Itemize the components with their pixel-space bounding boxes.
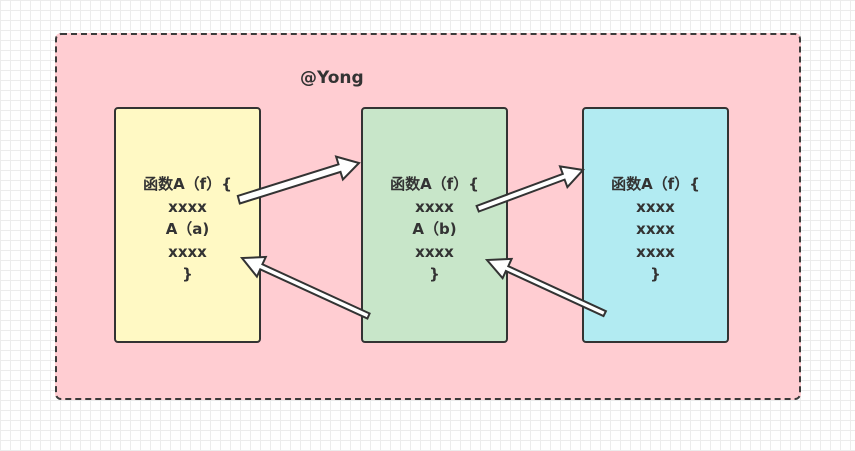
- code-line: xxxx: [168, 242, 207, 261]
- code-line: xxxx: [636, 242, 675, 261]
- code-line: xxxx: [636, 220, 675, 238]
- function-box-a: 函数A（f）{ xxxx A（a) xxxx }: [114, 107, 261, 343]
- code-line: A（b): [412, 220, 457, 238]
- code-line: 函数A（f）{: [611, 175, 700, 193]
- code-line: }: [429, 265, 440, 283]
- code-line: }: [650, 265, 661, 283]
- code-line: xxxx: [415, 242, 454, 261]
- watermark-label: @Yong: [300, 68, 364, 88]
- function-box-c: 函数A（f）{ xxxx xxxx xxxx }: [582, 107, 729, 343]
- code-block-b: 函数A（f）{ xxxx A（b) xxxx }: [363, 173, 506, 286]
- code-line: xxxx: [168, 197, 207, 216]
- code-line: 函数A（f）{: [143, 175, 232, 193]
- return-arrow-b-to-a: [239, 255, 371, 320]
- code-block-c: 函数A（f）{ xxxx xxxx xxxx }: [584, 173, 727, 286]
- function-box-b: 函数A（f）{ xxxx A（b) xxxx }: [361, 107, 508, 343]
- code-line: A（a): [165, 220, 210, 238]
- code-line: xxxx: [415, 197, 454, 216]
- code-line: 函数A（f）{: [390, 175, 479, 193]
- return-arrow-c-to-b: [484, 257, 608, 318]
- code-block-a: 函数A（f）{ xxxx A（a) xxxx }: [116, 173, 259, 286]
- code-line: }: [182, 265, 193, 283]
- call-arrow-b-to-c: [475, 165, 585, 213]
- code-line: xxxx: [636, 197, 675, 216]
- call-arrow-a-to-b: [236, 155, 361, 205]
